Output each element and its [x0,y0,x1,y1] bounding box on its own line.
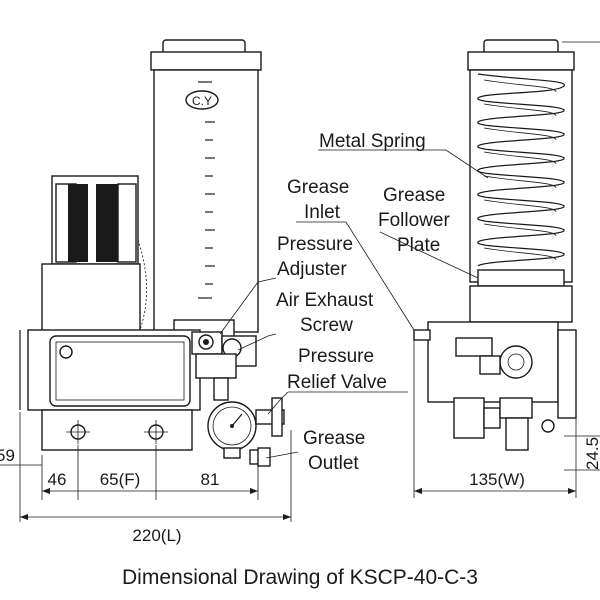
label-relief-valve-line2: Relief Valve [287,372,387,393]
grease-outlet [249,447,271,467]
leader-lines [219,149,489,459]
level-scale [198,121,215,299]
dimension-24-5: 24.5 [583,437,600,470]
reservoir-mark: C.Y [192,94,212,108]
mount-hole-right [144,420,168,444]
motor [41,175,147,335]
air-exhaust-screw [195,335,257,401]
side-view: 135(W) 24.5 [413,39,600,498]
side-dimension-lines [413,340,600,498]
label-relief-valve-line1: Pressure [298,346,374,367]
dimension-46: 46 [48,470,67,489]
label-grease-outlet-line2: Outlet [308,453,359,474]
spring-reservoir [467,39,600,323]
front-view: C.Y [0,39,292,545]
metal-spring [477,73,565,267]
side-gauge [453,397,485,439]
pressure-adjuster [191,331,223,355]
dimension-135w: 135(W) [469,470,525,489]
dimension-220l: 220(L) [132,526,181,545]
label-follower-line1: Grease [383,185,445,206]
dimension-65f: 65(F) [100,470,141,489]
pump-unit-side [413,321,577,451]
label-grease-inlet-line2: Inlet [304,202,341,223]
drawing-caption: Dimensional Drawing of KSCP-40-C-3 [122,566,478,589]
label-air-exhaust-line2: Screw [300,315,353,336]
label-grease-outlet-line1: Grease [303,428,365,449]
label-pressure-adjuster-line2: Adjuster [277,259,347,280]
dimension-59: 59 [0,446,15,465]
pressure-relief-valve [255,397,285,437]
follower-plate [477,269,565,287]
label-pressure-adjuster-line1: Pressure [277,234,353,255]
pump-body [19,329,201,451]
label-grease-inlet-line1: Grease [287,177,349,198]
mount-hole-left [66,420,90,444]
dimension-81: 81 [201,470,220,489]
reservoir-logo [185,90,219,110]
front-dimension-lines [0,412,292,522]
label-metal-spring: Metal Spring [319,131,426,152]
pressure-gauge [207,401,257,459]
label-follower-line2: Follower [378,210,450,231]
grease-inlet-fitting [413,329,431,341]
label-air-exhaust-line1: Air Exhaust [276,290,374,311]
grease-reservoir: C.Y [150,39,262,339]
label-follower-line3: Plate [397,235,440,256]
